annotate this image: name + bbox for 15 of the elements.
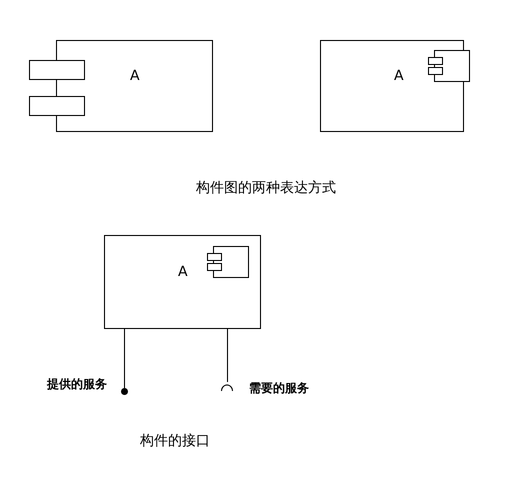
caption-text: 构件图的两种表达方式 <box>196 179 336 197</box>
connector-line <box>124 328 125 388</box>
component-name: A <box>130 68 140 84</box>
port-rect <box>29 60 85 80</box>
required-interface-socket <box>220 382 234 391</box>
component-name: A <box>178 264 188 280</box>
connector-line <box>227 328 228 382</box>
caption-text: 构件的接口 <box>140 432 210 450</box>
provided-interface-dot <box>121 388 128 395</box>
port-rect <box>29 96 85 116</box>
component-name: A <box>394 68 404 84</box>
interface-label: 提供的服务 <box>47 376 107 393</box>
component-box <box>56 40 213 132</box>
interface-label: 需要的服务 <box>249 380 309 397</box>
component-box <box>104 235 261 329</box>
